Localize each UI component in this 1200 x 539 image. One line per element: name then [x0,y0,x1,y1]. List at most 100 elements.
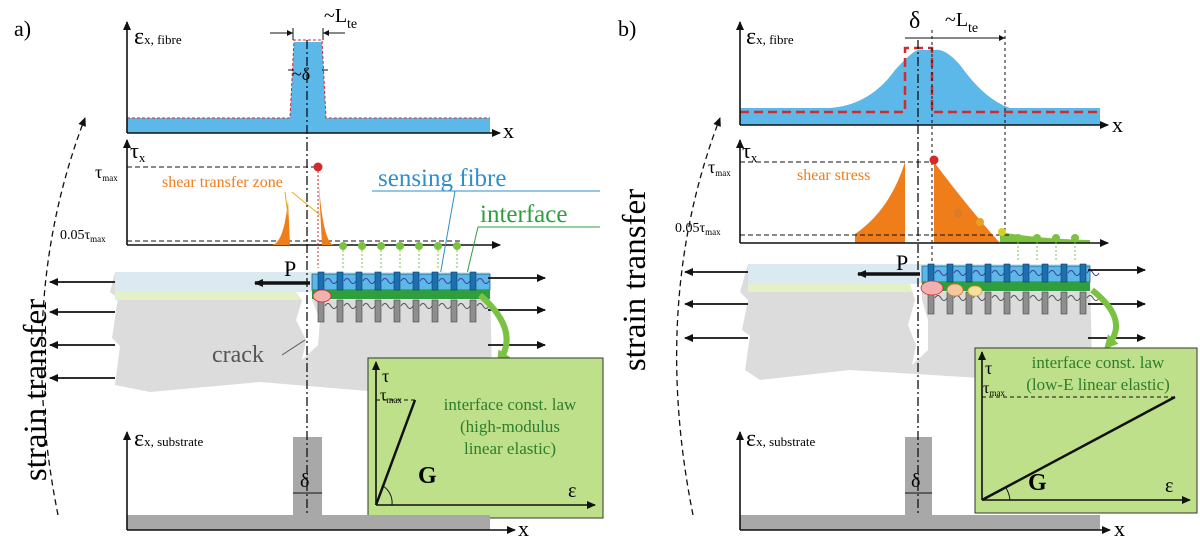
spring [457,303,471,309]
strain-transfer-b: strain transfer [617,117,721,516]
eps-fibre-label: εx, fibre [134,24,182,50]
panel-b-label: b) [618,16,636,41]
panel-a-fibre-strain-plot: εx, fibre x ~Lte ~δ [123,5,514,143]
spring [1086,270,1100,276]
delta-label: δ [909,8,920,34]
substrate-strain-area [740,437,1100,530]
tau-005-label: 0.05τmax [60,228,106,244]
substrate-bar [1079,291,1087,315]
leader [284,191,289,216]
interface-dot [453,242,461,250]
law-box [367,357,604,519]
angle-arc [1005,487,1011,501]
spring [438,278,452,284]
fibre-bar [984,263,992,283]
zoom-arrow [1090,287,1119,350]
interface-dot [1014,234,1022,242]
interface-dot [377,242,385,250]
fibre-bar [965,263,973,283]
law-g: G [418,463,437,489]
delta-label: δ [911,470,920,492]
strain-transfer-label-a: strain transfer [18,299,54,481]
crack-label: crack [212,342,264,368]
spring [1086,295,1100,301]
spring [1029,270,1043,276]
spring [362,303,376,309]
fibre-bar [1003,263,1011,283]
substrate-bar [1022,291,1030,315]
spring [476,303,490,309]
spring [953,270,967,276]
spring [438,303,452,309]
law-tau-max: τmax [983,380,1005,398]
substrate-bar [1003,291,1011,315]
debond-marker [920,280,944,296]
peak-dot [313,162,323,172]
interface-dot [434,242,442,250]
spring [1067,295,1081,301]
substrate-bar [317,299,325,323]
fibre-bar [1041,263,1049,283]
law-eps: ε [568,480,576,502]
law-line1: interface const. law [1032,353,1165,372]
spring [419,303,433,309]
x-axis-label: x [503,118,514,143]
fibre-bar [393,271,401,291]
panel-b-law-box: τ τmax interface const. law (low-E linea… [974,347,1198,514]
fibre-bar [374,271,382,291]
spring [991,270,1005,276]
interface-dot [1052,234,1060,242]
stress-dot [998,228,1006,236]
panel-b-fibre-strain-plot: εx, fibre x δ ~Lte [736,8,1123,268]
substrate-bar [431,299,439,323]
leader [281,339,306,356]
law-line2: (high-modulus [460,417,560,436]
substrate-bar [336,299,344,323]
substrate-springs [927,291,1100,315]
fibre-bar [431,271,439,291]
force-p-label: P [284,256,296,281]
fibre-strain-area [127,42,490,133]
law-tau-max: τmax [380,387,402,405]
substrate-bar [355,299,363,323]
shear-area-left [855,162,905,243]
low-stress-area [1000,232,1090,243]
fibre-bar [1060,263,1068,283]
fibre-bar [450,271,458,291]
spring [1048,295,1062,301]
spring [934,295,948,301]
peak-dot [929,155,939,165]
fibre-bar [1022,263,1030,283]
zoom-arrow [478,292,511,365]
spring [476,278,490,284]
law-line1: interface const. law [444,395,577,414]
x-axis-label: x [1112,112,1123,137]
spring [1067,270,1081,276]
interface-dot [415,242,423,250]
fibre-bar [469,271,477,291]
lte-label: ~Lte [324,5,357,32]
shear-zone-label: shear transfer zone [162,174,283,191]
spring [381,278,395,284]
debond-marker [967,285,983,297]
eps-substrate-label: εx, substrate [134,426,204,452]
fibre-strain-area [740,49,1100,125]
tau-label: τx [742,138,758,165]
tau-max-label: τmax [708,157,731,178]
fibre-springs [927,263,1100,283]
interface-dot [339,242,347,250]
interface-dots [339,242,461,268]
spring [362,278,376,284]
leader [291,191,321,216]
strain-transfer-arrow [675,117,721,516]
substrate-bar [984,291,992,315]
shear-stress-label: shear stress [797,167,870,184]
tau-max-label: τmax [95,162,118,183]
fibre-bar [946,263,954,283]
force-p-label-b: P [896,250,908,275]
strain-transfer-arrow [40,117,86,516]
debond-marker [946,283,964,297]
strain-transfer-label-b: strain transfer [617,189,653,371]
law-line [981,395,1176,502]
law-tau: τ [382,366,389,386]
